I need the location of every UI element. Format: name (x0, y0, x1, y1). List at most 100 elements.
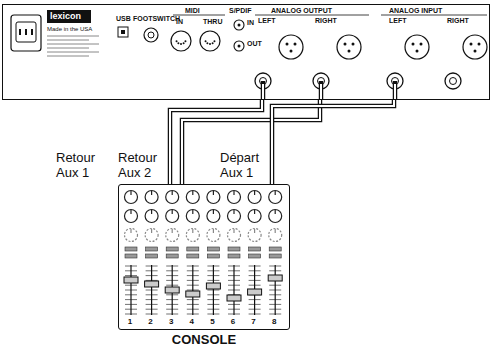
drawing-stroke (269, 229, 282, 242)
drawing-stroke (228, 304, 240, 305)
drawing-stroke (16, 22, 36, 42)
drawing-stroke (207, 229, 220, 242)
drawing-stroke (228, 275, 240, 276)
drawing-stroke (186, 210, 199, 223)
drawing-stroke (261, 81, 266, 99)
drawing-stroke (412, 43, 415, 46)
drawing-stroke (290, 50, 293, 53)
drawing-stroke (394, 84, 396, 99)
drawing-stroke (187, 290, 199, 291)
mixing-console: CONSOLE (118, 184, 290, 330)
cable-outline (272, 100, 394, 184)
drawing-stroke (344, 43, 347, 46)
drawing-stroke (166, 299, 178, 300)
drawing-stroke (166, 266, 178, 267)
drawing-stroke (187, 270, 199, 271)
drawing-stroke (269, 191, 282, 204)
drawing-stroke (248, 289, 262, 295)
drawing-stroke (445, 73, 461, 89)
drawing-stroke (183, 42, 185, 44)
drawing-stroke (255, 15, 369, 16)
drawing-stroke (228, 309, 240, 310)
drawing-stroke (254, 229, 255, 233)
drawing-stroke (192, 191, 193, 195)
drawing-stroke (269, 270, 281, 271)
drawing-stroke (172, 229, 173, 233)
drawing-stroke (187, 254, 199, 258)
drawing-stroke (207, 275, 219, 276)
panel-text: Made in the USA (47, 26, 92, 32)
cable-core (272, 100, 394, 184)
drawing-stroke (144, 28, 158, 42)
port-label: RIGHT (447, 17, 469, 24)
channel-number: 5 (210, 318, 214, 326)
drawing-stroke (125, 275, 137, 276)
drawing-stroke (187, 299, 199, 300)
drawing-stroke (47, 52, 99, 53)
drawing-stroke (207, 254, 219, 258)
drawing-stroke (249, 275, 261, 276)
drawing-stroke (269, 247, 281, 251)
drawing-stroke (269, 290, 281, 291)
drawing-stroke (146, 294, 158, 295)
cable-label: Retour Aux 1 (56, 150, 102, 180)
drawing-stroke (254, 210, 255, 214)
drawing-stroke (148, 32, 154, 38)
drawing-stroke (207, 294, 219, 295)
drawing-stroke (166, 304, 178, 305)
port-label: OUT (247, 40, 262, 47)
drawing-stroke (269, 210, 282, 223)
drawing-stroke (228, 210, 241, 223)
drawing-stroke (275, 191, 276, 195)
port-label: THRU (203, 18, 222, 25)
drawing-stroke (47, 48, 89, 49)
drawing-stroke (348, 50, 351, 53)
drawing-stroke (381, 15, 487, 16)
channel-number: 6 (231, 318, 235, 326)
drawing-stroke (47, 36, 99, 37)
drawing-stroke (47, 40, 89, 41)
drawing-stroke (269, 314, 281, 315)
drawing-stroke (234, 20, 244, 30)
drawing-stroke (146, 247, 158, 251)
drawing-stroke (166, 210, 179, 223)
channel-number: 4 (190, 318, 194, 326)
drawing-stroke (121, 30, 125, 34)
drawing-stroke (463, 35, 487, 59)
drawing-stroke (166, 270, 178, 271)
drawing-stroke (180, 43, 182, 45)
drawing-stroke (125, 247, 137, 251)
drawing-stroke (186, 291, 200, 297)
drawing-stroke (207, 266, 219, 267)
drawing-stroke (165, 287, 179, 293)
drawing-stroke (25, 29, 27, 35)
drawing-stroke (125, 309, 137, 310)
drawing-stroke (319, 81, 324, 99)
drawing-stroke (405, 35, 429, 59)
drawing-stroke (249, 299, 261, 300)
drawing-stroke (184, 40, 186, 42)
drawing-stroke (176, 40, 178, 42)
drawing-stroke (269, 309, 281, 310)
drawing-stroke (420, 43, 423, 46)
drawing-stroke (228, 270, 240, 271)
drawing-stroke (228, 254, 240, 258)
drawing-stroke (118, 27, 128, 37)
drawing-stroke (125, 210, 138, 223)
drawing-stroke (172, 210, 173, 214)
drawing-stroke (286, 43, 289, 46)
drawing-stroke (166, 247, 178, 251)
drawing-stroke (207, 247, 219, 251)
drawing-stroke (249, 304, 261, 305)
drawing-stroke (206, 283, 220, 289)
channel-number: 3 (169, 318, 173, 326)
drawing-stroke (125, 285, 137, 286)
drawing-stroke (249, 266, 261, 267)
drawing-stroke (269, 254, 281, 258)
drawing-stroke (130, 210, 131, 214)
drawing-stroke (212, 42, 214, 44)
drawing-stroke (11, 15, 41, 51)
cable-label: Retour Aux 2 (118, 150, 164, 180)
drawing-stroke (125, 254, 137, 258)
drawing-stroke (125, 304, 137, 305)
